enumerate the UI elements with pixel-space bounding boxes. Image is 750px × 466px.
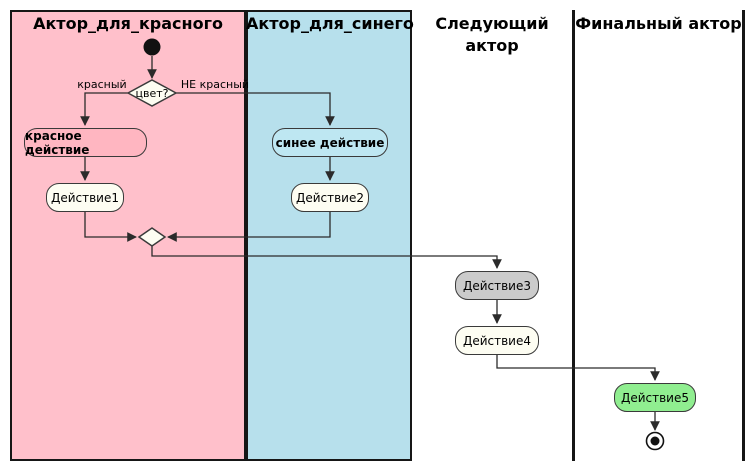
activity-node-action3: Действие3 [455, 271, 539, 300]
lane-separator-right-edge [742, 10, 745, 461]
decision-label: цвет? [135, 87, 169, 100]
lane-separator-next-final [572, 10, 575, 461]
activity-node-action2: Действие2 [291, 183, 369, 212]
lane-title-final-actor: Финальный актор [575, 14, 742, 33]
lane-blue-actor [246, 10, 412, 461]
edge-action4-to-action5 [496, 355, 660, 381]
lane-title-red-actor: Актор_для_красного [33, 14, 223, 33]
activity-node-red-action: красное действие [24, 128, 147, 157]
activity-node-blue-action: синее действие [272, 128, 388, 157]
lane-title-next-actor: Следующий актор [435, 14, 549, 55]
activity-node-action4: Действие4 [455, 326, 539, 355]
edge-label-not-red-branch: НЕ красный [180, 78, 250, 91]
activity-node-action1: Действие1 [46, 183, 124, 212]
lane-title-blue-actor: Актор_для_синего [246, 14, 414, 33]
activity-node-action5: Действие5 [614, 383, 696, 412]
final-node-icon [645, 431, 665, 451]
edge-label-red-branch: красный [77, 78, 127, 91]
